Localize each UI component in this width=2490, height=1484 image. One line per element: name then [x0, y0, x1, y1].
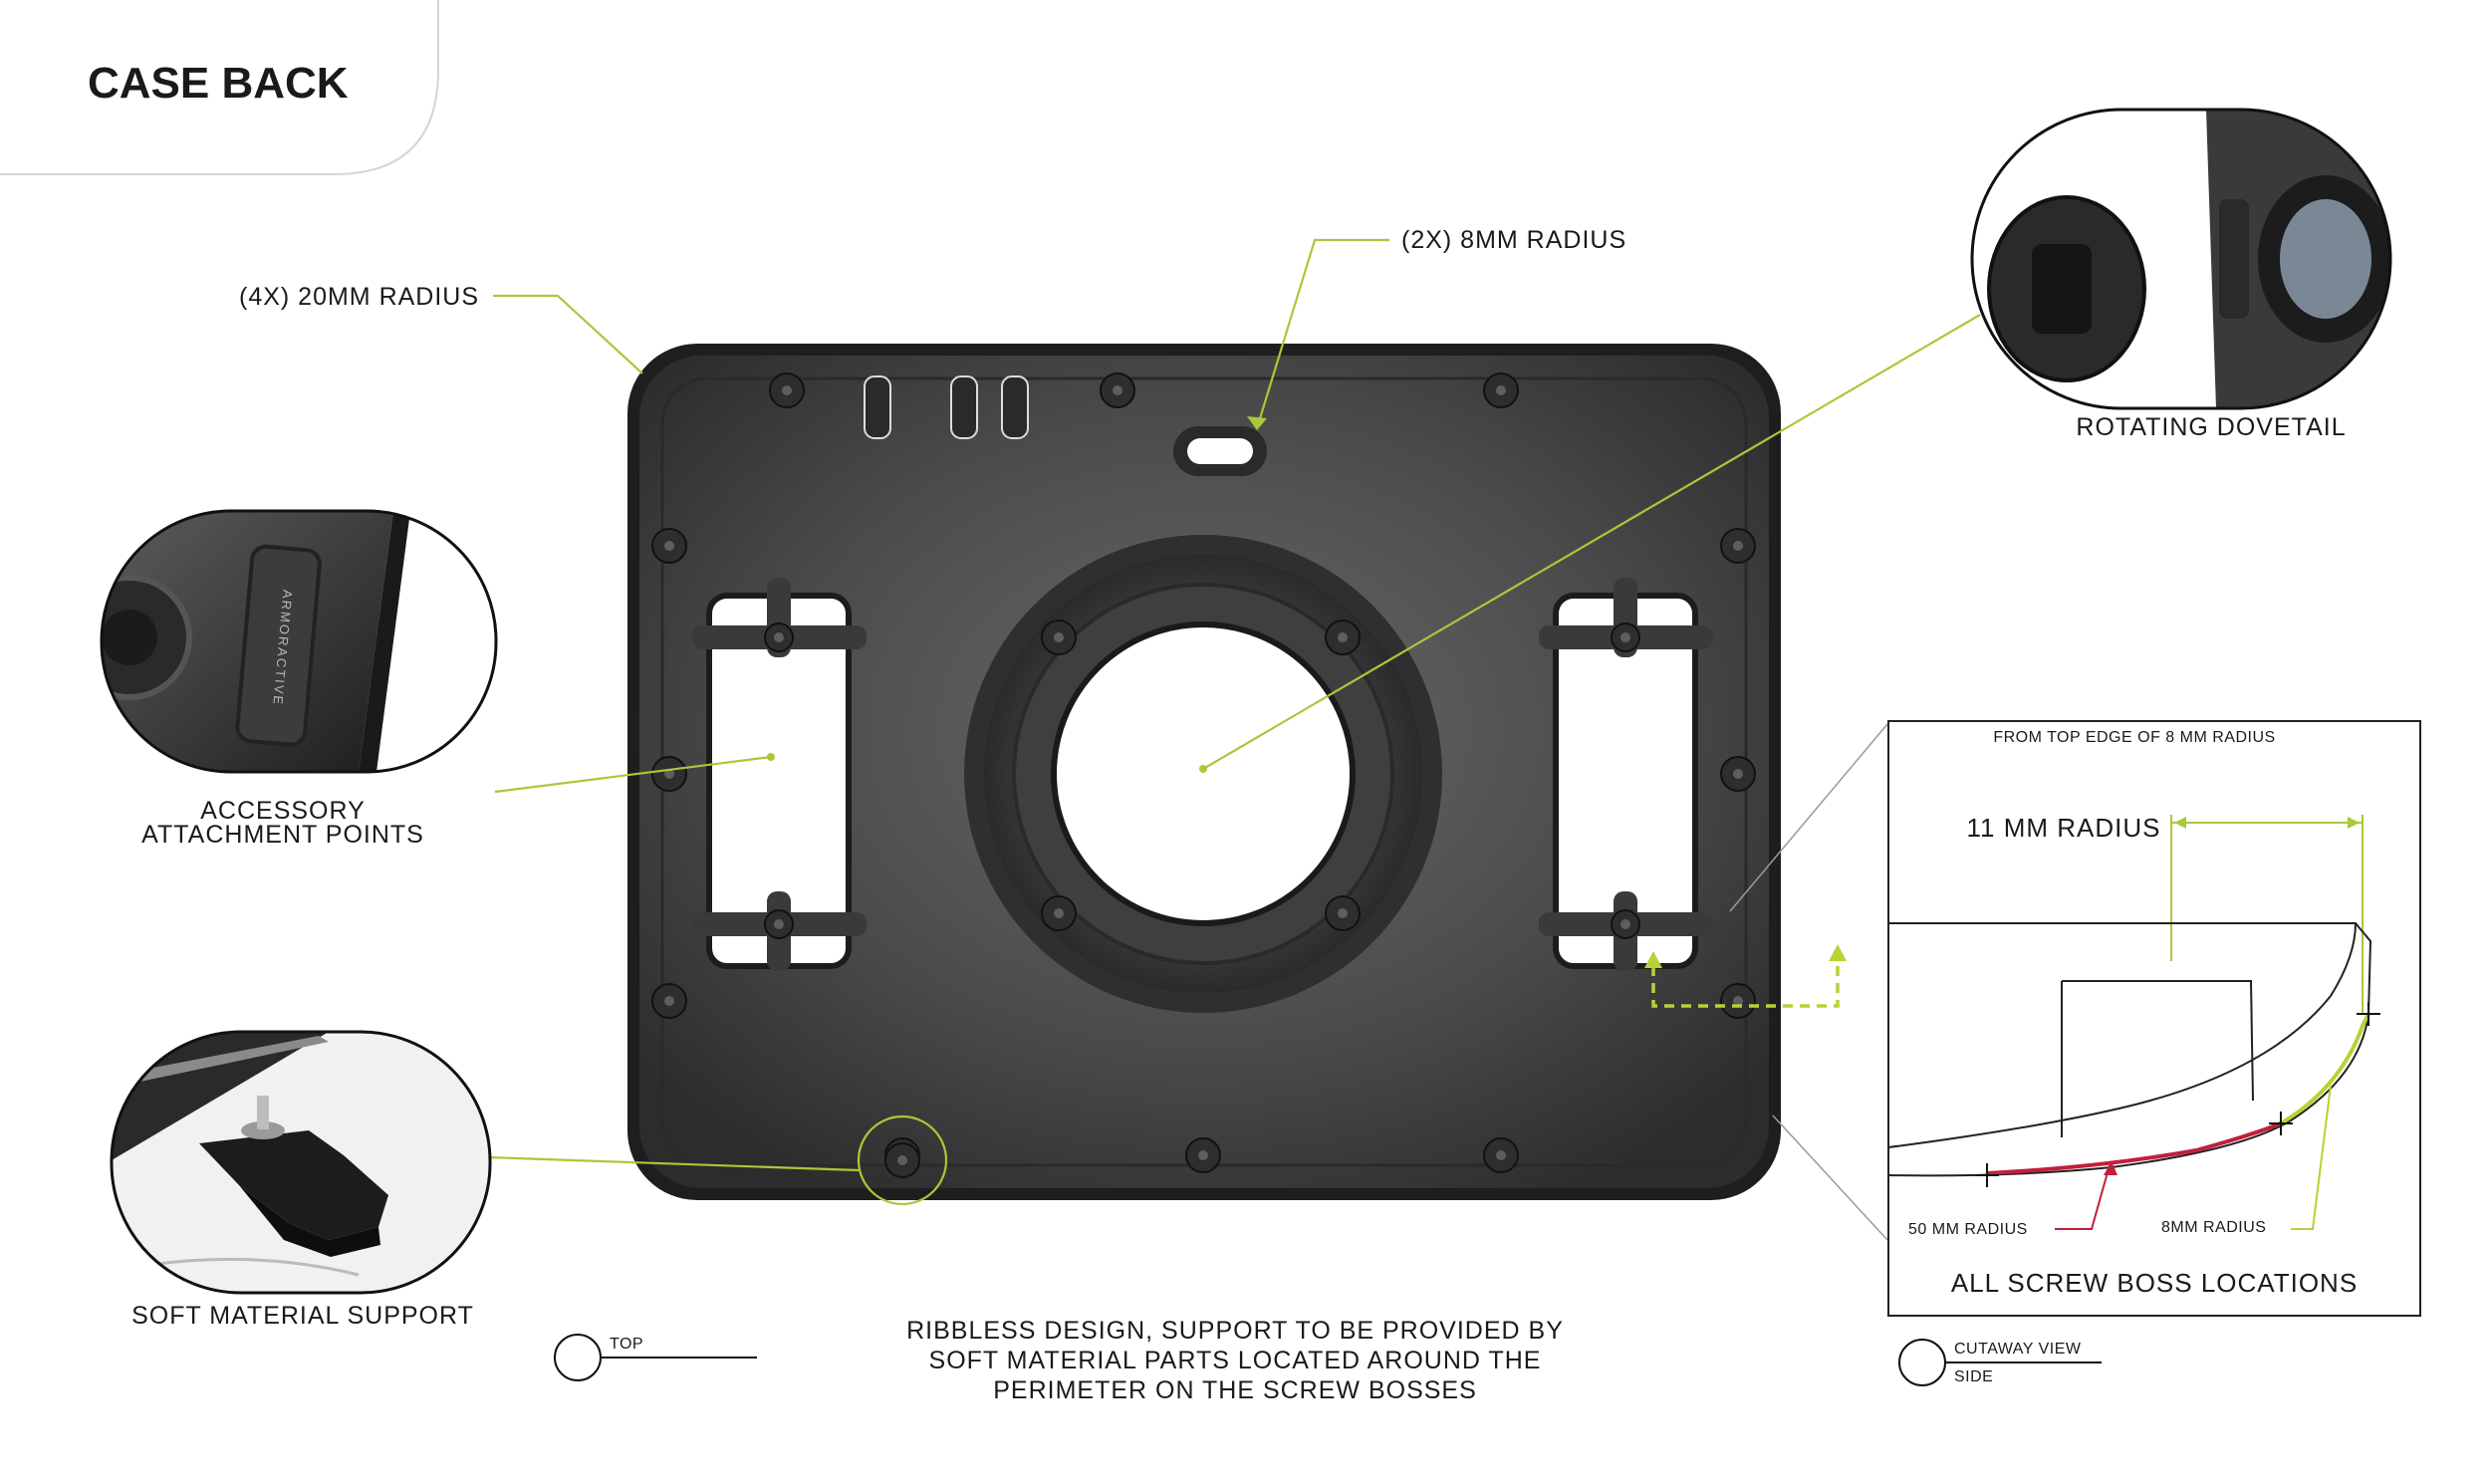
view-label-side: SIDE: [1954, 1368, 1993, 1385]
leader-accessory: [494, 755, 772, 794]
screw-boss: [1720, 528, 1756, 564]
leader-dovetail: [1202, 314, 1981, 770]
view-label-top: TOP: [610, 1336, 643, 1353]
cutaway-caption: ALL SCREW BOSS LOCATIONS: [1951, 1268, 2358, 1298]
callout-slot-radius: (2X) 8MM RADIUS: [1401, 226, 1626, 254]
arrow-head-left: [1644, 951, 1662, 968]
screw-boss: [1483, 1137, 1519, 1173]
design-note: RIBBLESS DESIGN, SUPPORT TO BE PROVIDED …: [906, 1317, 1564, 1404]
screw-boss: [1611, 622, 1640, 652]
profile-top: [1888, 922, 2372, 1015]
radius-50-label: 50 MM RADIUS: [1908, 1221, 2028, 1238]
curve-50mm: [1986, 1121, 2282, 1175]
view-label-cutaway: CUTAWAY VIEW: [1954, 1341, 2082, 1358]
screw-boss: [651, 983, 687, 1019]
note-line-1: RIBBLESS DESIGN, SUPPORT TO BE PROVIDED …: [906, 1317, 1564, 1345]
screw-boss: [1325, 895, 1361, 931]
screw-boss: [769, 372, 805, 408]
screw-boss: [1041, 895, 1077, 931]
view-marker-side: CUTAWAY VIEW SIDE: [1898, 1339, 2102, 1386]
view-marker-top: TOP: [554, 1334, 757, 1381]
screw-boss: [1041, 619, 1077, 655]
cutaway-detail: FROM TOP EDGE OF 8 MM RADIUS 11 MM RADIU…: [1887, 720, 2421, 1317]
arrow-head-right: [1829, 944, 1847, 961]
cutaway-header: FROM TOP EDGE OF 8 MM RADIUS: [1993, 729, 2275, 746]
leader-lines: [487, 238, 1981, 1241]
rotating-dovetail-detail-photo: [1970, 108, 2392, 410]
screw-boss: [1100, 372, 1135, 408]
leader-soft-support: [487, 1155, 860, 1172]
leader-slot-radius: [1255, 238, 1389, 429]
title-tab: CASE BACK: [0, 0, 439, 175]
soft-support-detail-photo: [110, 1030, 492, 1295]
screw-boss: [1611, 909, 1640, 939]
screw-bosses: [651, 372, 1756, 1178]
callout-soft-support: SOFT MATERIAL SUPPORT: [131, 1302, 474, 1330]
page-title: CASE BACK: [88, 59, 349, 108]
screw-boss: [764, 622, 794, 652]
radius-8-label: 8MM RADIUS: [2161, 1219, 2266, 1236]
accessory-detail-photo: ARMORACTIVE: [100, 509, 498, 774]
dovetail-opening: [1051, 621, 1356, 926]
screw-boss: [651, 756, 687, 792]
profile-inner-curve: [1887, 922, 2357, 1148]
leader-corner-radius: [493, 294, 643, 374]
screw-boss: [1720, 756, 1756, 792]
screw-boss: [764, 909, 794, 939]
dovetail-ring: [964, 535, 1442, 1013]
callout-accessory-line1: ACCESSORY: [200, 797, 366, 825]
screw-boss: [1185, 1137, 1221, 1173]
note-line-3: PERIMETER ON THE SCREW BOSSES: [993, 1376, 1477, 1404]
cutaway-frame: [1887, 720, 2421, 1317]
note-line-2: SOFT MATERIAL PARTS LOCATED AROUND THE: [929, 1347, 1542, 1374]
callout-corner-radius: (4X) 20MM RADIUS: [239, 283, 479, 311]
callout-accessory-line2: ATTACHMENT POINTS: [141, 821, 424, 849]
screw-boss: [1720, 983, 1756, 1019]
tangent-marks: [1975, 1002, 2380, 1187]
curve-8mm: [2279, 1013, 2370, 1125]
case-back: [627, 344, 1781, 1206]
hanger-hooks: [864, 375, 1029, 439]
callout-rotating-dovetail: ROTATING DOVETAIL: [2076, 413, 2346, 441]
section-arrows: [1651, 956, 1840, 1008]
screw-boss: [651, 528, 687, 564]
screw-boss: [1325, 619, 1361, 655]
dimension-label: 11 MM RADIUS: [1967, 813, 2161, 843]
highlight-circle: [857, 1114, 948, 1206]
screw-boss: [884, 1142, 920, 1178]
screw-boss: [1483, 372, 1519, 408]
